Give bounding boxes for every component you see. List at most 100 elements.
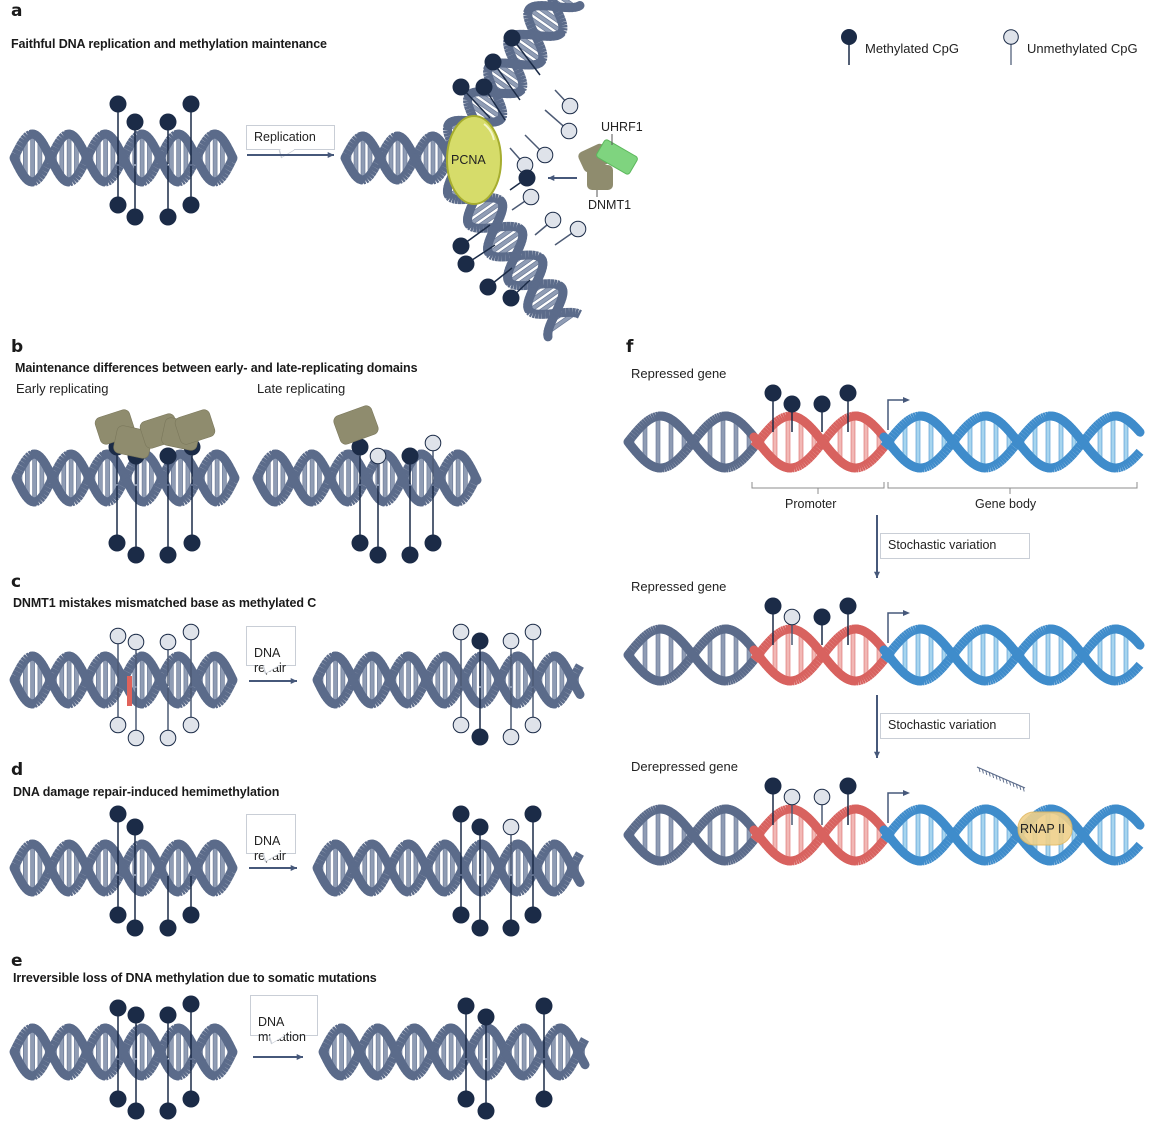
helix-strand-front xyxy=(353,489,363,498)
helix-strand-front xyxy=(58,133,67,142)
helix-strand-front xyxy=(425,491,435,500)
helix-strand-front xyxy=(168,133,177,142)
methylated-cpg-icon xyxy=(452,237,470,255)
helix-strand-front xyxy=(578,1056,590,1070)
helix-strand-front xyxy=(91,658,102,667)
helix-strand-front xyxy=(151,161,162,170)
helix-strand-front xyxy=(132,842,141,851)
helix-strand-front xyxy=(197,1036,208,1045)
helix-strand-front xyxy=(464,663,475,672)
helix-strand-front xyxy=(513,1026,523,1036)
helix-strand-front xyxy=(151,683,162,692)
helix-strand-front xyxy=(445,885,454,895)
unmethylated-cpg-icon xyxy=(502,728,520,746)
helix-strand-front xyxy=(560,690,570,699)
helix-strand-front xyxy=(574,851,584,860)
methylated-cpg-icon xyxy=(535,1090,553,1108)
helix-strand-front xyxy=(106,1069,115,1078)
helix-strand-front xyxy=(58,1027,67,1036)
helix-strand-front xyxy=(203,133,213,142)
helix-strand-front xyxy=(515,71,526,79)
helix-strand-front xyxy=(403,166,413,175)
helix-strand-front xyxy=(934,454,944,463)
helix-strand-front xyxy=(199,462,210,471)
base-pair xyxy=(430,137,436,179)
helix-strand-front xyxy=(439,165,449,174)
helix-strand-front xyxy=(201,459,211,468)
panel-a-letter: a xyxy=(11,1,23,21)
helix-strand-front xyxy=(77,486,88,495)
helix-strand-front xyxy=(147,168,158,177)
helix-strand-front xyxy=(433,173,443,182)
helix-strand-front xyxy=(421,135,431,144)
helix-strand-front xyxy=(740,453,750,462)
unmethylated-cpg-icon xyxy=(452,716,470,734)
helix-strand-front xyxy=(416,873,427,882)
helix-strand-front xyxy=(11,669,23,678)
helix-strand-front xyxy=(1072,445,1082,454)
helix-strand-front xyxy=(579,1037,589,1046)
helix-strand-front xyxy=(127,659,138,668)
unmethylated-cpg-icon xyxy=(159,729,177,747)
helix-strand-front xyxy=(394,1039,406,1048)
helix-strand-front xyxy=(87,1036,98,1045)
helix-strand-front xyxy=(34,1068,44,1077)
helix-strand-front xyxy=(94,133,103,142)
helix-strand-front xyxy=(38,168,48,177)
helix-strand-front xyxy=(387,134,397,143)
helix-strand-front xyxy=(483,74,494,80)
helix-strand-front xyxy=(314,857,326,866)
helix-strand-front xyxy=(56,135,66,144)
helix-strand-front xyxy=(409,885,418,894)
helix-strand-front xyxy=(390,174,402,185)
methylated-cpg-icon xyxy=(841,29,857,65)
helix-strand-front xyxy=(503,274,514,286)
helix-strand-front xyxy=(109,1064,120,1073)
helix-strand-front xyxy=(342,687,353,696)
helix-strand-front xyxy=(75,1060,86,1069)
helix-strand-front xyxy=(494,98,505,106)
unmethylated-cpg-icon xyxy=(569,220,587,238)
f-step1-callout: Stochastic variation xyxy=(880,533,1030,559)
helix-strand-front xyxy=(516,1070,528,1081)
helix-strand-front xyxy=(16,1034,26,1043)
helix-strand-front xyxy=(463,101,473,107)
helix-strand-front xyxy=(388,668,399,677)
helix-strand-front xyxy=(34,884,44,893)
helix-strand-front xyxy=(142,1069,151,1079)
legend-methylated-label: Methylated CpG xyxy=(865,41,959,56)
helix-strand-front xyxy=(491,251,497,261)
unmethylated-cpg-icon xyxy=(182,623,200,641)
helix-strand-front xyxy=(442,187,453,199)
helix-strand-front xyxy=(395,846,405,855)
helix-strand-front xyxy=(676,452,686,461)
helix-strand-front xyxy=(363,173,373,182)
helix-strand-front xyxy=(447,695,456,705)
helix-strand-front xyxy=(361,654,371,664)
panel-c xyxy=(9,623,585,747)
helix-strand-front xyxy=(197,852,208,861)
helix-strand-front xyxy=(109,880,120,889)
helix-strand-front xyxy=(733,459,741,469)
panel-c-letter: c xyxy=(11,572,22,592)
arrow-head xyxy=(296,1053,303,1061)
helix-strand-front xyxy=(342,1069,350,1079)
methylated-cpg-icon xyxy=(182,1090,200,1108)
unmethylated-cpg-icon xyxy=(502,632,520,650)
helix-strand-front xyxy=(375,882,385,891)
helix-strand-front xyxy=(504,658,514,667)
helix-strand-front xyxy=(435,1033,445,1042)
helix-strand-front xyxy=(931,457,939,467)
helix-strand-front xyxy=(317,854,327,863)
helix-strand-front xyxy=(401,1029,411,1038)
helix-strand-front xyxy=(381,142,391,151)
unmethylated-cpg-icon xyxy=(524,716,542,734)
helix-strand-front xyxy=(295,461,305,470)
helix-strand-front xyxy=(127,847,138,856)
helix-strand-front xyxy=(439,464,449,473)
helix-strand-front xyxy=(293,464,303,473)
helix-strand-front xyxy=(123,1038,134,1047)
helix-strand-front xyxy=(216,885,225,894)
unmethylated-cpg-icon xyxy=(536,146,554,164)
helix-strand-front xyxy=(1064,454,1074,463)
